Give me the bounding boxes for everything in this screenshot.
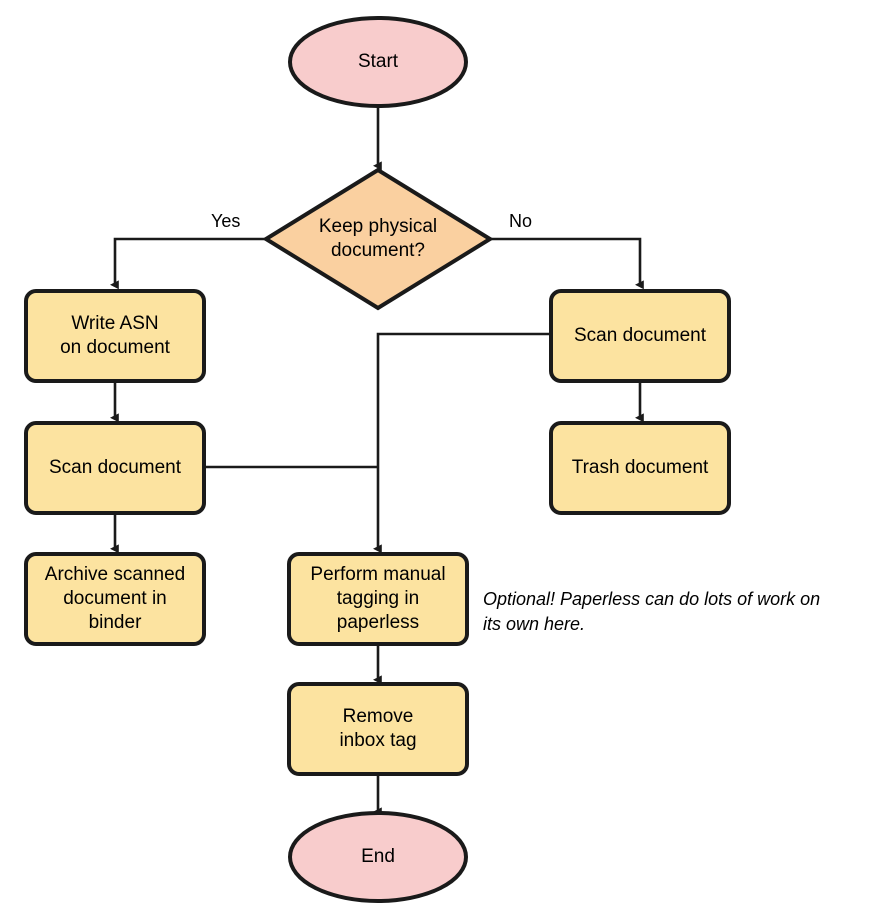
edge-label-yes: Yes xyxy=(211,211,241,231)
node-tagging-shape[interactable] xyxy=(287,552,469,646)
node-archive-shape[interactable] xyxy=(24,552,206,646)
edge-label-no: No xyxy=(509,211,533,231)
node-decision-shape[interactable] xyxy=(262,167,494,311)
node-scan-left-shape[interactable] xyxy=(24,421,206,515)
edge-yes-to-write-asn xyxy=(110,237,266,290)
node-start-shape[interactable] xyxy=(288,16,468,108)
node-trash-shape[interactable] xyxy=(549,421,731,515)
optional-note: Optional! Paperless can do lots of work … xyxy=(483,589,821,634)
node-scan-right-shape[interactable] xyxy=(549,289,731,383)
edge-scan-right-to-tagging xyxy=(373,332,551,554)
edge-no-to-scan-right xyxy=(490,237,644,290)
node-remove-inbox-shape[interactable] xyxy=(287,682,469,776)
node-end-shape[interactable] xyxy=(288,811,468,903)
node-write-asn-shape[interactable] xyxy=(24,289,206,383)
